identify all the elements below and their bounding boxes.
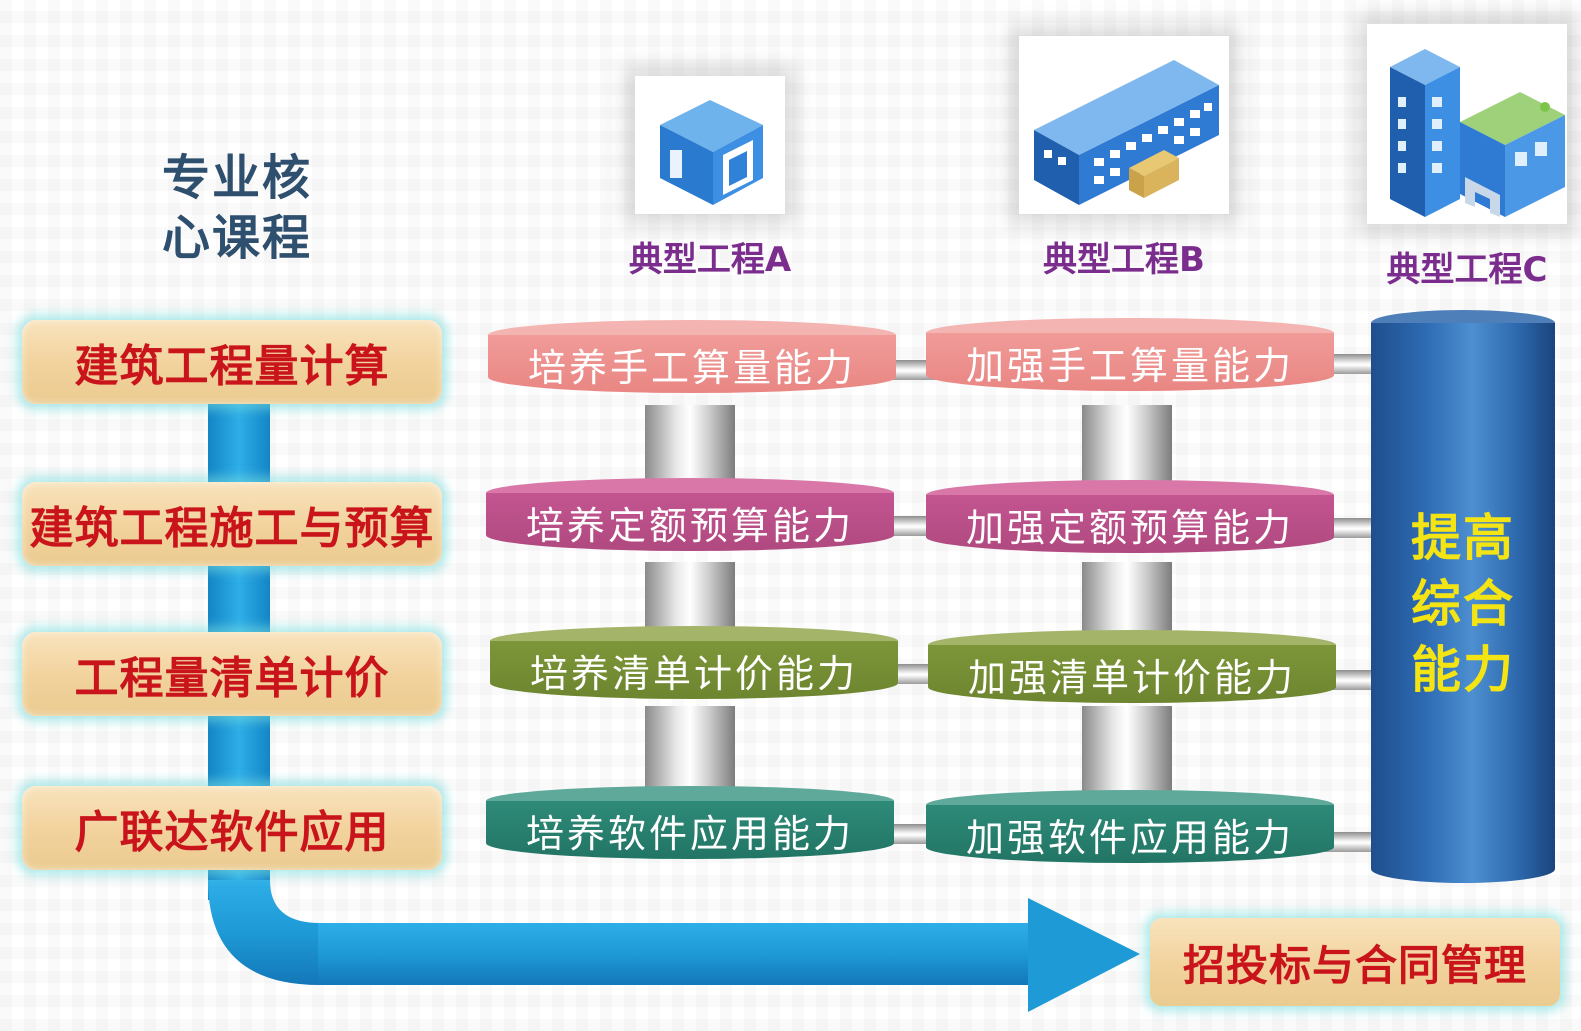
project-c-label: 典型工程C [1386, 250, 1548, 290]
disk-a-manual-quantity: 培养手工算量能力 [488, 320, 896, 408]
disk-b-software-label: 加强软件应用能力 [926, 805, 1334, 863]
project-b: 典型工程B [1014, 36, 1234, 281]
disk-b-bill-pricing: 加强清单计价能力 [928, 630, 1336, 718]
disk-a-quota-budget: 培养定额预算能力 [486, 478, 894, 566]
disk-b-quota-budget-label: 加强定额预算能力 [926, 495, 1334, 553]
project-a: 典型工程A [610, 76, 810, 281]
course-quantity-calculation: 建筑工程量计算 [22, 320, 442, 404]
office-building-icon [1019, 36, 1229, 214]
project-b-label: 典型工程B [1043, 240, 1205, 280]
disk-a-bill-pricing: 培养清单计价能力 [490, 626, 898, 714]
course-construction-budget: 建筑工程施工与预算 [22, 482, 442, 566]
pillar-a-3 [645, 706, 735, 798]
project-a-label: 典型工程A [628, 240, 792, 280]
disk-a-software-label: 培养软件应用能力 [486, 801, 894, 859]
disk-a-manual-quantity-label: 培养手工算量能力 [488, 335, 896, 393]
small-building-icon [635, 76, 785, 214]
course-bidding-contract-management: 招投标与合同管理 [1150, 918, 1560, 1006]
overall-ability-label: 提高 综合 能力 [1411, 509, 1515, 699]
disk-b-manual-quantity: 加强手工算量能力 [926, 318, 1334, 406]
disk-b-quota-budget: 加强定额预算能力 [926, 480, 1334, 568]
complex-building-icon [1367, 24, 1567, 224]
pillar-b-1 [1082, 405, 1172, 493]
disk-a-software: 培养软件应用能力 [486, 786, 894, 874]
disk-b-bill-pricing-label: 加强清单计价能力 [928, 645, 1336, 703]
course-glodon-software: 广联达软件应用 [22, 786, 442, 870]
disk-a-quota-budget-label: 培养定额预算能力 [486, 493, 894, 551]
pillar-b-2 [1082, 562, 1172, 640]
pillar-b-3 [1082, 706, 1172, 798]
disk-a-bill-pricing-label: 培养清单计价能力 [490, 641, 898, 699]
disk-b-software: 加强软件应用能力 [926, 790, 1334, 878]
overall-ability-cylinder: 提高 综合 能力 [1371, 310, 1555, 890]
disk-b-manual-quantity-label: 加强手工算量能力 [926, 333, 1334, 391]
course-bill-of-quantities-pricing: 工程量清单计价 [22, 632, 442, 716]
project-c: 典型工程C [1362, 24, 1572, 291]
core-course-title: 专业核 心课程 [162, 150, 313, 266]
